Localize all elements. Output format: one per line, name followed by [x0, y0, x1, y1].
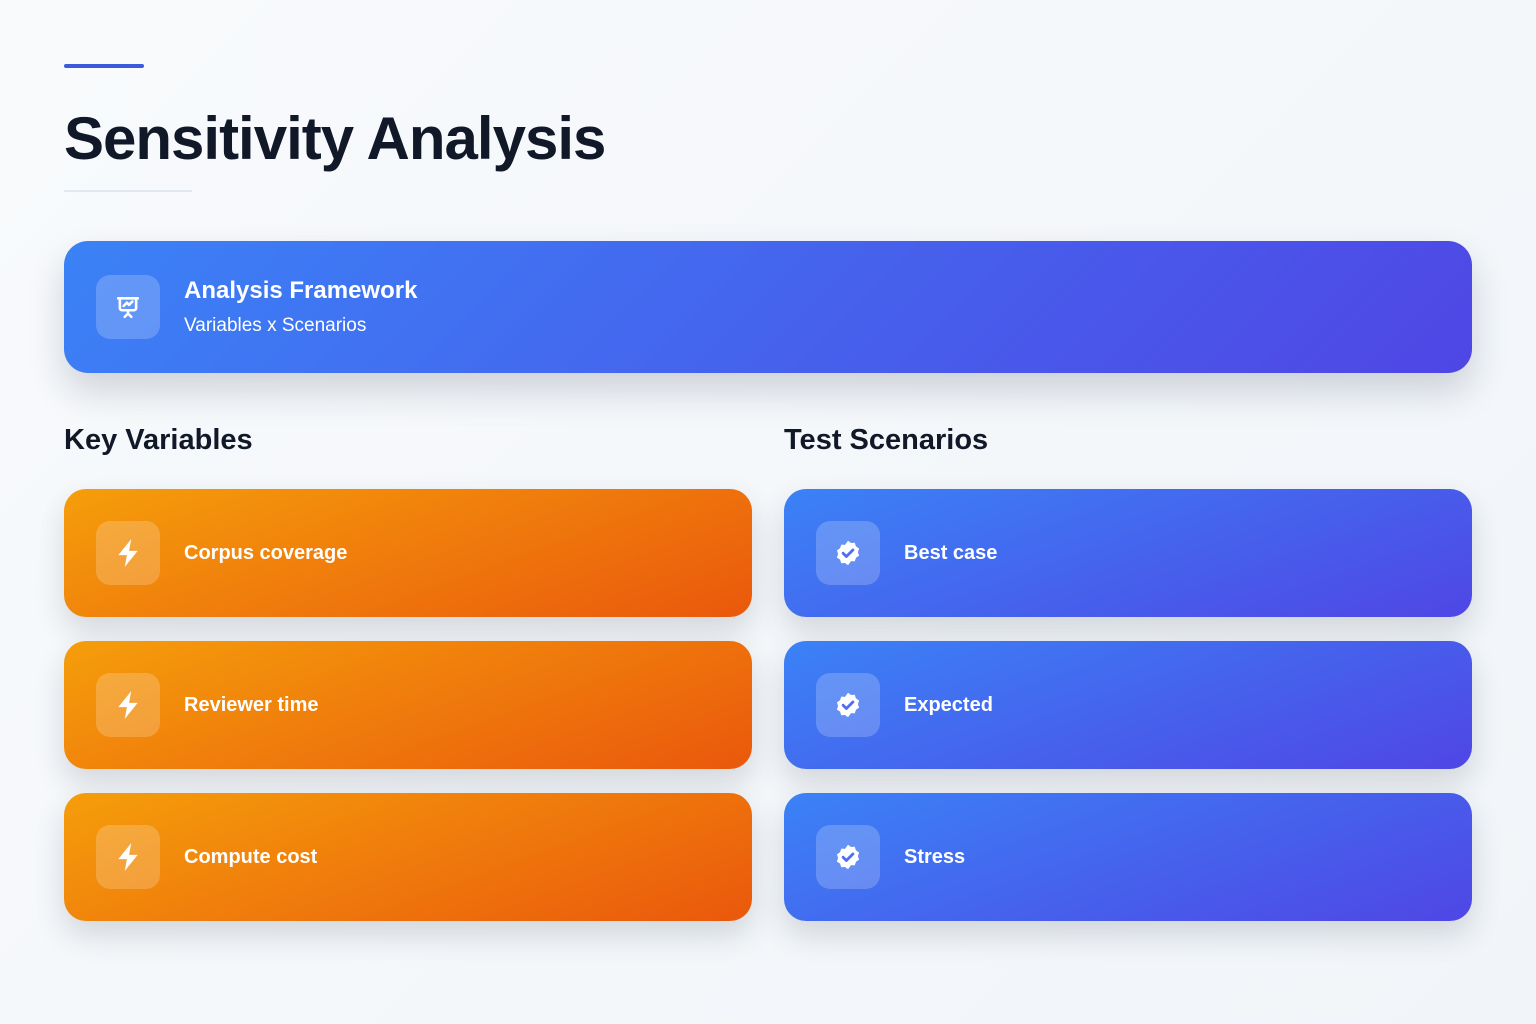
variable-label: Corpus coverage	[184, 541, 348, 564]
test-scenarios-heading: Test Scenarios	[784, 424, 989, 456]
title-divider	[64, 190, 192, 192]
variable-label: Reviewer time	[184, 693, 319, 716]
key-variables-list: Corpus coverage Reviewer time Compute co…	[64, 489, 752, 945]
page-title: Sensitivity Analysis	[64, 105, 606, 172]
title-accent-bar	[64, 64, 144, 68]
scenario-card-best-case[interactable]: Best case	[784, 489, 1472, 617]
badge-check-icon	[816, 825, 880, 889]
badge-check-icon	[816, 521, 880, 585]
variable-card-corpus-coverage[interactable]: Corpus coverage	[64, 489, 752, 617]
banner-subtitle: Variables x Scenarios	[184, 315, 367, 336]
scenario-card-expected[interactable]: Expected	[784, 641, 1472, 769]
bolt-icon	[96, 825, 160, 889]
scenario-label: Best case	[904, 541, 998, 564]
variable-card-compute-cost[interactable]: Compute cost	[64, 793, 752, 921]
variable-card-reviewer-time[interactable]: Reviewer time	[64, 641, 752, 769]
banner-title: Analysis Framework	[184, 277, 418, 304]
presentation-chart-icon	[96, 275, 160, 339]
key-variables-heading: Key Variables	[64, 424, 253, 456]
bolt-icon	[96, 521, 160, 585]
scenario-label: Expected	[904, 693, 993, 716]
scenario-card-stress[interactable]: Stress	[784, 793, 1472, 921]
analysis-framework-banner: Analysis Framework Variables x Scenarios	[64, 241, 1472, 373]
test-scenarios-list: Best case Expected Stress	[784, 489, 1472, 945]
scenario-label: Stress	[904, 845, 966, 868]
bolt-icon	[96, 673, 160, 737]
variable-label: Compute cost	[184, 845, 318, 868]
badge-check-icon	[816, 673, 880, 737]
